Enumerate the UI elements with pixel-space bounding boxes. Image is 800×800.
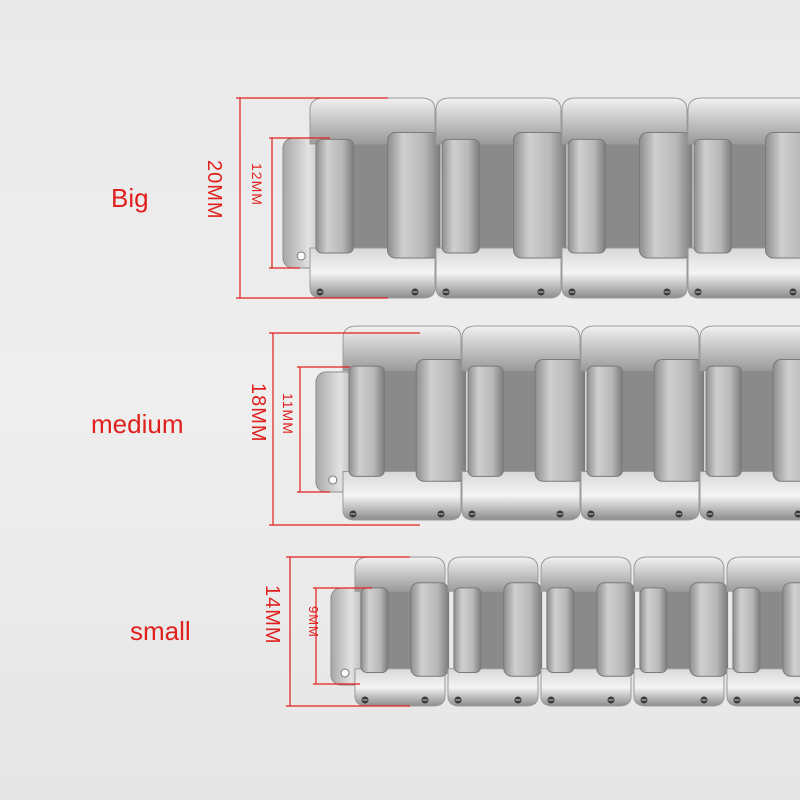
link-center-block — [534, 358, 586, 482]
band-medium — [315, 325, 800, 521]
pin-hole — [296, 251, 306, 261]
steel-links-group — [282, 97, 800, 707]
dimension-outer-medium: 18MM — [247, 383, 269, 443]
steel-link — [561, 97, 693, 299]
link-side-block — [693, 138, 732, 254]
steel-link — [354, 556, 450, 707]
steel-link — [447, 556, 543, 707]
link-side-block — [705, 365, 742, 477]
link-side-block — [639, 587, 668, 673]
link-side-block — [567, 138, 606, 254]
dimension-inner-medium: 11MM — [280, 393, 296, 435]
link-center-block — [596, 582, 636, 677]
pin-hole — [340, 668, 350, 678]
link-lower — [447, 668, 539, 707]
link-lower — [561, 247, 688, 299]
steel-link — [633, 556, 729, 707]
size-label-big: Big — [111, 183, 149, 213]
link-side-block — [453, 587, 482, 673]
link-center-block — [410, 582, 450, 677]
link-lower — [435, 247, 562, 299]
link-lower — [461, 471, 581, 521]
link-lower — [580, 471, 700, 521]
link-lower — [726, 668, 800, 707]
steel-link — [342, 325, 467, 521]
steel-link — [687, 97, 800, 299]
link-center-block — [782, 582, 800, 677]
size-label-medium: medium — [91, 409, 184, 439]
link-upper — [699, 325, 800, 372]
steel-link — [309, 97, 441, 299]
link-lower — [354, 668, 446, 707]
dimension-inner-big: 12MM — [249, 163, 265, 206]
link-center-block — [387, 132, 441, 259]
band-big — [282, 97, 800, 299]
link-lower — [687, 247, 800, 299]
band-small — [330, 556, 800, 707]
steel-link — [699, 325, 800, 521]
link-center-block — [639, 132, 693, 259]
link-center-block — [415, 358, 467, 482]
steel-link — [435, 97, 567, 299]
link-center-block — [765, 132, 800, 259]
measurement-lines — [236, 97, 420, 707]
link-lower — [540, 668, 632, 707]
link-side-block — [586, 365, 623, 477]
measure-small — [286, 556, 410, 707]
pin-hole — [328, 475, 338, 485]
link-side-block — [732, 587, 761, 673]
steel-link — [461, 325, 586, 521]
link-upper — [726, 556, 800, 592]
link-side-block — [315, 138, 354, 254]
link-side-block — [467, 365, 504, 477]
link-center-block — [653, 358, 705, 482]
link-center-block — [503, 582, 543, 677]
link-center-block — [689, 582, 729, 677]
dimension-outer-small: 14MM — [261, 585, 283, 645]
measure-big — [236, 97, 388, 299]
size-label-small: small — [130, 616, 191, 646]
link-lower — [342, 471, 462, 521]
link-side-block — [441, 138, 480, 254]
steel-link — [540, 556, 636, 707]
steel-link — [580, 325, 705, 521]
link-side-block — [348, 365, 385, 477]
dimension-inner-small: 9MM — [306, 606, 321, 638]
measure-medium — [269, 332, 420, 526]
link-lower — [309, 247, 436, 299]
link-side-block — [546, 587, 575, 673]
link-lower — [633, 668, 725, 707]
link-center-block — [772, 358, 800, 482]
dimension-outer-big: 20MM — [203, 160, 225, 220]
steel-link — [726, 556, 800, 707]
link-center-block — [513, 132, 567, 259]
link-side-block — [360, 587, 389, 673]
link-lower — [699, 471, 800, 521]
